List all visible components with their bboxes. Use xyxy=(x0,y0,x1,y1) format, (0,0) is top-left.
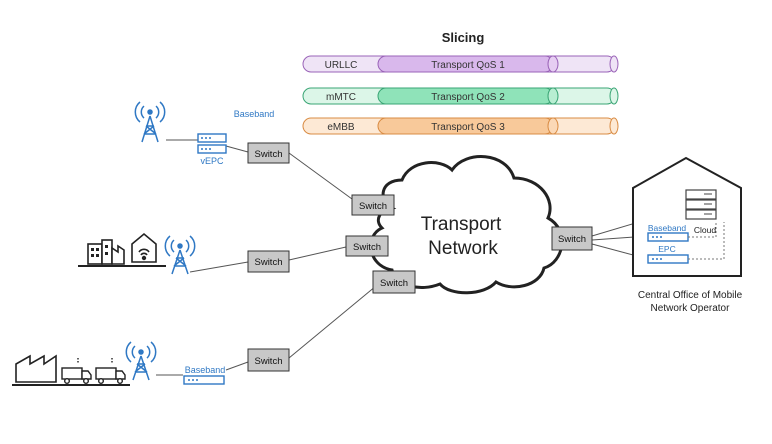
pipe-end xyxy=(547,55,559,73)
switch-label: Switch xyxy=(255,149,283,160)
baseband-label: Baseband xyxy=(648,223,687,233)
server-unit-icon xyxy=(197,133,227,154)
cloud-text: Cloud xyxy=(694,225,716,235)
slice-name: eMBB xyxy=(327,122,355,133)
vepc-label: vEPC xyxy=(200,156,224,166)
factory-icon xyxy=(15,354,57,383)
switch-6: Switch xyxy=(247,348,290,372)
link xyxy=(189,261,249,273)
switch-7: Switch xyxy=(551,226,593,251)
switch-label: Switch xyxy=(359,201,387,212)
server-unit-icon xyxy=(183,375,225,385)
switch-label: Switch xyxy=(255,356,283,367)
switch-label: Switch xyxy=(558,234,586,245)
pipe-end xyxy=(609,87,619,105)
link xyxy=(288,152,353,200)
antenna-tower-icon xyxy=(125,341,157,381)
switch-box xyxy=(247,250,290,273)
link xyxy=(288,246,347,261)
switch-label: Switch xyxy=(380,278,408,289)
slice-qos: Transport QoS 2 xyxy=(431,92,505,103)
switch-box xyxy=(247,348,290,372)
central-office-label-line1: Central Office of Mobile xyxy=(638,290,743,301)
slice-qos: Transport QoS 3 xyxy=(431,122,505,133)
link xyxy=(225,361,249,371)
slice-qos: Transport QoS 1 xyxy=(431,60,505,71)
central-office-label-line2: Network Operator xyxy=(651,303,731,314)
switch-box xyxy=(247,142,290,164)
switch-box xyxy=(345,235,389,257)
city-buildings-icon xyxy=(87,239,125,265)
epc-label: EPC xyxy=(658,244,675,254)
switch-box xyxy=(551,226,593,251)
slice-mmtc: mMTC Transport QoS 2 xyxy=(302,87,619,105)
link xyxy=(225,145,249,153)
switch-4: Switch xyxy=(372,270,416,294)
cloud-server-icon xyxy=(685,189,717,220)
slice-name: URLLC xyxy=(325,60,358,71)
switch-2: Switch xyxy=(351,194,395,216)
link xyxy=(288,285,377,359)
baseband-label: Baseband xyxy=(185,365,226,375)
transport-cloud-shape xyxy=(369,155,564,295)
switch-5: Switch xyxy=(247,250,290,273)
cloud-label-line1: Transport xyxy=(421,214,502,235)
pipe-end xyxy=(609,55,619,73)
switch-label: Switch xyxy=(255,257,283,268)
pipe-end xyxy=(547,87,559,105)
switch-label: Switch xyxy=(353,242,381,253)
switch-box xyxy=(372,270,416,294)
switch-1: Switch xyxy=(247,142,290,164)
slicing-title: Slicing xyxy=(442,30,485,45)
slice-name: mMTC xyxy=(326,92,356,103)
truck-icon xyxy=(95,358,126,385)
antenna-tower-icon xyxy=(164,235,196,275)
slice-urllc: URLLC Transport QoS 1 xyxy=(302,55,619,73)
internal-link xyxy=(688,222,725,260)
pipe-end xyxy=(609,117,619,135)
server-unit-icon xyxy=(647,254,689,264)
antenna-tower-icon xyxy=(134,101,166,143)
baseband-label: Baseband xyxy=(234,109,275,119)
server-unit-icon xyxy=(647,232,689,242)
cloud-label-line2: Network xyxy=(428,238,498,259)
switch-3: Switch xyxy=(345,235,389,257)
slice-embb: eMBB Transport QoS 3 xyxy=(302,117,619,135)
switch-box xyxy=(351,194,395,216)
truck-icon xyxy=(61,358,92,385)
smart-home-icon xyxy=(131,232,157,263)
pipe-end xyxy=(547,117,559,135)
